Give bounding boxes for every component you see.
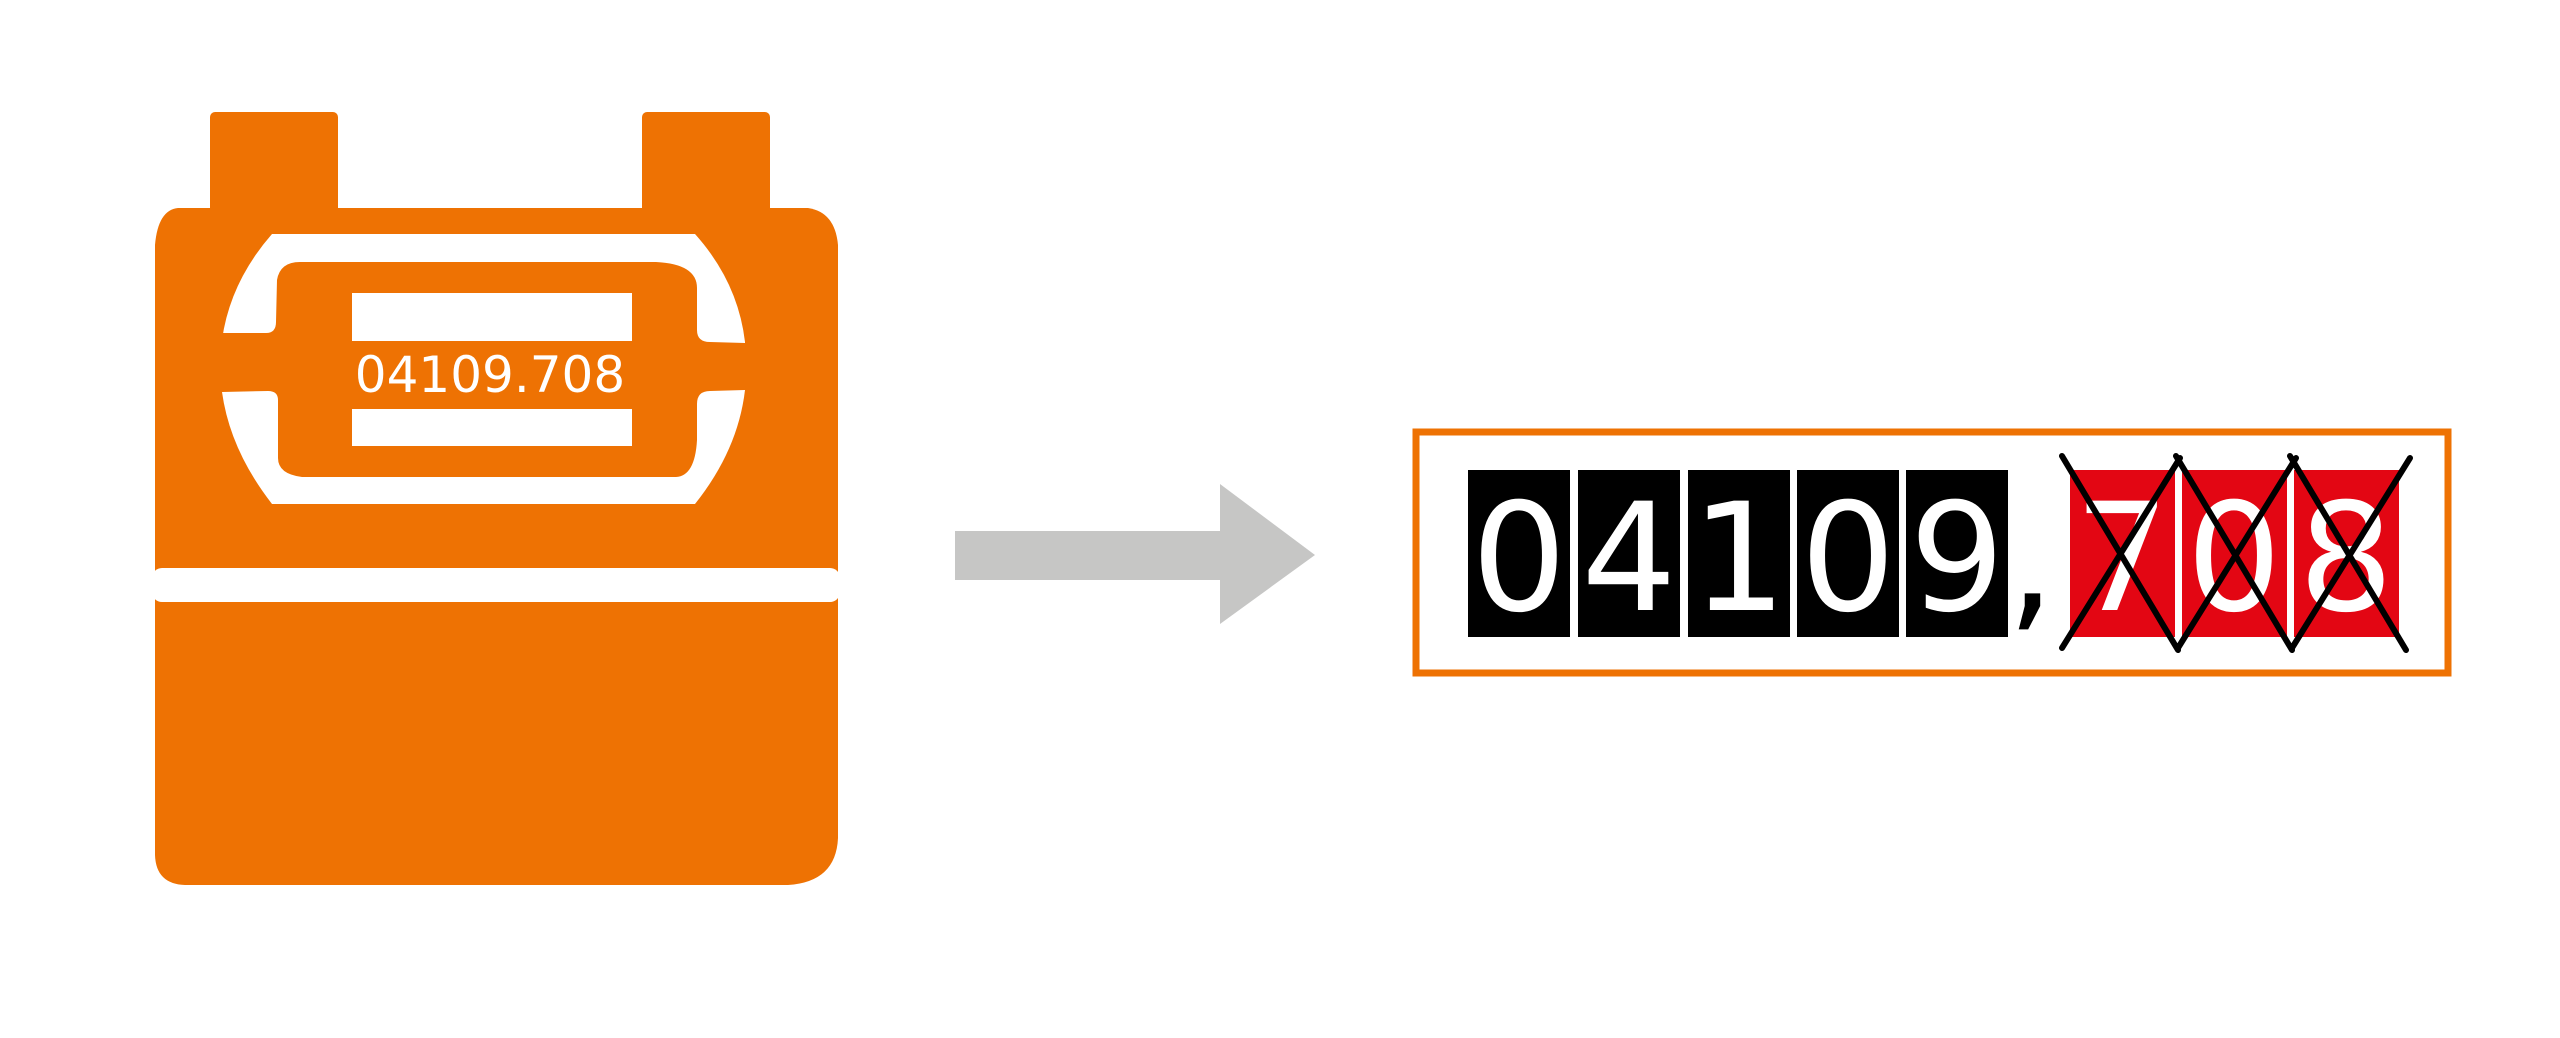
cross-out-line (2059, 455, 2183, 651)
integer-digit-box (1906, 470, 2008, 637)
integer-digit: 0 (1471, 472, 1566, 646)
meter-display-slot-top (352, 293, 632, 341)
integer-digit: 1 (1691, 472, 1786, 646)
cross-out-line (2175, 455, 2299, 651)
integer-digit: 4 (1581, 472, 1676, 646)
integer-digit-box (1688, 470, 1790, 637)
meter-outlet-connector (642, 112, 770, 217)
meter-body-band (152, 568, 840, 602)
decimal-separator: , (2007, 474, 2055, 648)
arrow-right-icon (955, 484, 1315, 624)
meter-display-slot-bottom (352, 409, 632, 446)
meter-reading-text: 04109.708 (355, 346, 625, 404)
integer-digit: 0 (1800, 472, 1895, 646)
meter-inlet-connector (210, 112, 338, 217)
cross-out-line (2289, 455, 2413, 651)
decimal-digits-cross-out (2059, 453, 2413, 653)
gas-meter-icon: 04109.708 (152, 112, 840, 885)
integer-digit-box (1468, 470, 1570, 637)
integer-digit-box (1578, 470, 1680, 637)
integer-digit: 9 (1909, 472, 2004, 646)
integer-digit-box (1797, 470, 1899, 637)
meter-readout-panel: 0 4 1 0 9 , 7 0 8 (1412, 428, 2452, 677)
